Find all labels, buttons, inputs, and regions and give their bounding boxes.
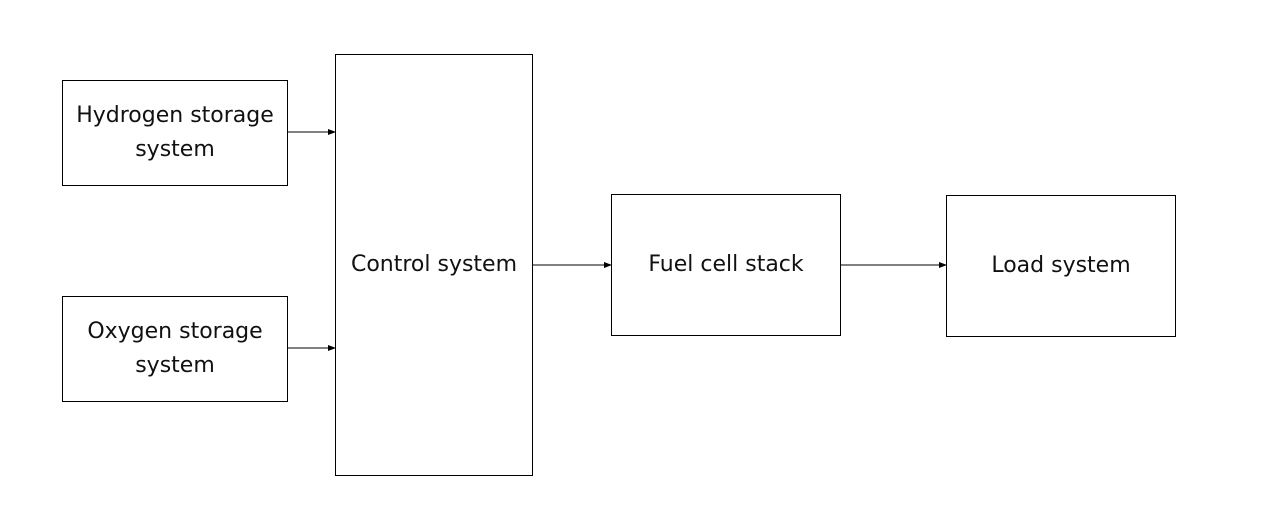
fuel-cell-stack-node: Fuel cell stack [611,194,841,336]
control-system-label: Control system [350,252,518,277]
control-system-node: Control system [335,54,533,476]
oxygen-storage-node: Oxygen storage system [62,296,288,402]
oxygen-storage-label: Oxygen storage system [87,319,263,378]
hydrogen-storage-label: Hydrogen storage system [76,103,274,162]
load-system-node: Load system [946,195,1176,337]
fuel-cell-stack-label: Fuel cell stack [648,252,804,277]
hydrogen-storage-node: Hydrogen storage system [62,80,288,186]
load-system-label: Load system [991,253,1131,278]
